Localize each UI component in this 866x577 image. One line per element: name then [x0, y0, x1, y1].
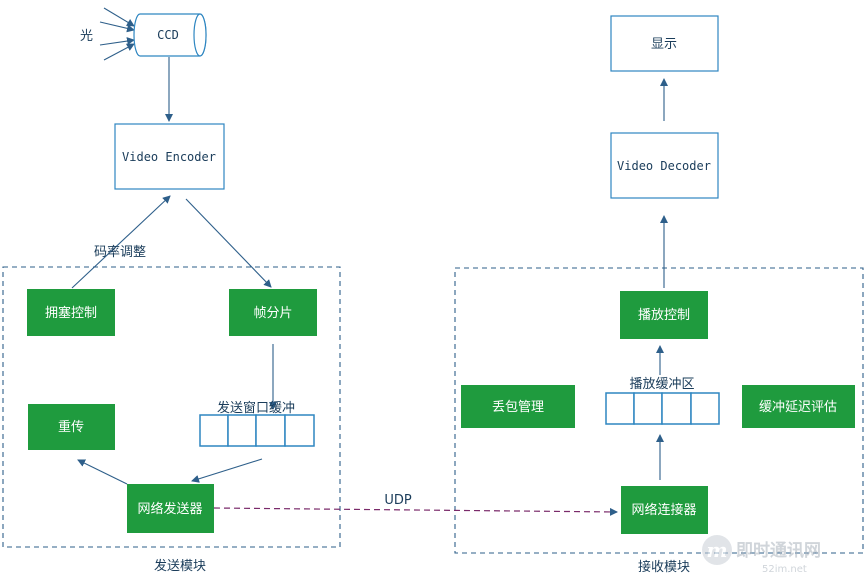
watermark-url: 52im.net — [762, 564, 807, 575]
playback-buffer-cell — [633, 392, 663, 425]
network-sender-label: 网络发送器 — [137, 501, 202, 517]
packet-loss-mgmt-node — [461, 385, 575, 428]
watermark-logo-icon — [702, 535, 732, 565]
udp-link — [213, 507, 618, 516]
network-connector-node — [621, 486, 708, 534]
udp-label: UDP — [384, 493, 412, 508]
congestion-control-node — [27, 289, 115, 336]
frame-split-label: 帧分片 — [253, 306, 292, 321]
bitrate-adjust-label: 码率调整 — [94, 244, 146, 260]
sender-to-retransmit-arrow — [77, 459, 128, 485]
retransmit-node — [28, 404, 115, 450]
network-sender-node — [127, 484, 214, 533]
buffer-delay-eval-label: 缓冲延迟评估 — [759, 400, 837, 415]
playback-control-label: 播放控制 — [638, 308, 690, 323]
send-buffer-cell — [227, 414, 257, 447]
playback-buffer — [605, 392, 720, 425]
video-decoder-node — [610, 132, 719, 199]
send-buffer-cell — [255, 414, 286, 447]
send-module-box — [2, 266, 341, 548]
buffer-to-sender-arrow — [191, 458, 263, 483]
playback-control-node — [620, 291, 708, 339]
video-decoder-label: Video Decoder — [617, 159, 711, 173]
playback-buffer-cell — [661, 392, 692, 425]
receive-module-label: 接收模块 — [638, 559, 690, 575]
ccd-label: CCD — [157, 28, 179, 42]
receive-module-box — [454, 267, 864, 554]
send-buffer-cell — [199, 414, 229, 447]
playback-buffer-cell — [690, 392, 720, 425]
network-connector-label: 网络连接器 — [631, 502, 696, 518]
light-label: 光 — [80, 29, 93, 44]
watermark: m 即时通讯网 52im.net — [702, 535, 821, 575]
display-node — [610, 15, 719, 72]
frame-split-node — [229, 289, 317, 336]
playback-buffer-cell — [605, 392, 635, 425]
video-encoder-node — [114, 123, 225, 190]
congestion-control-label: 拥塞控制 — [45, 305, 97, 321]
send-module-label: 发送模块 — [154, 558, 206, 574]
display-label: 显示 — [651, 37, 677, 52]
retransmit-label: 重传 — [58, 419, 84, 435]
playback-buffer-label: 播放缓冲区 — [629, 377, 694, 392]
encoder-to-frame-split-arrow — [185, 198, 272, 288]
watermark-logo-letter: m — [706, 538, 727, 562]
send-buffer-cell — [284, 414, 315, 447]
buffer-delay-eval-node — [742, 385, 855, 428]
light-rays — [99, 7, 135, 61]
bitrate-adjust-arrow — [71, 195, 171, 289]
video-encoder-label: Video Encoder — [122, 150, 216, 164]
packet-loss-mgmt-label: 丢包管理 — [492, 400, 544, 415]
ccd-node — [133, 13, 207, 57]
watermark-brand: 即时通讯网 — [736, 541, 821, 561]
send-window-buffer — [199, 414, 315, 447]
send-window-buffer-label: 发送窗口缓冲 — [217, 400, 295, 416]
